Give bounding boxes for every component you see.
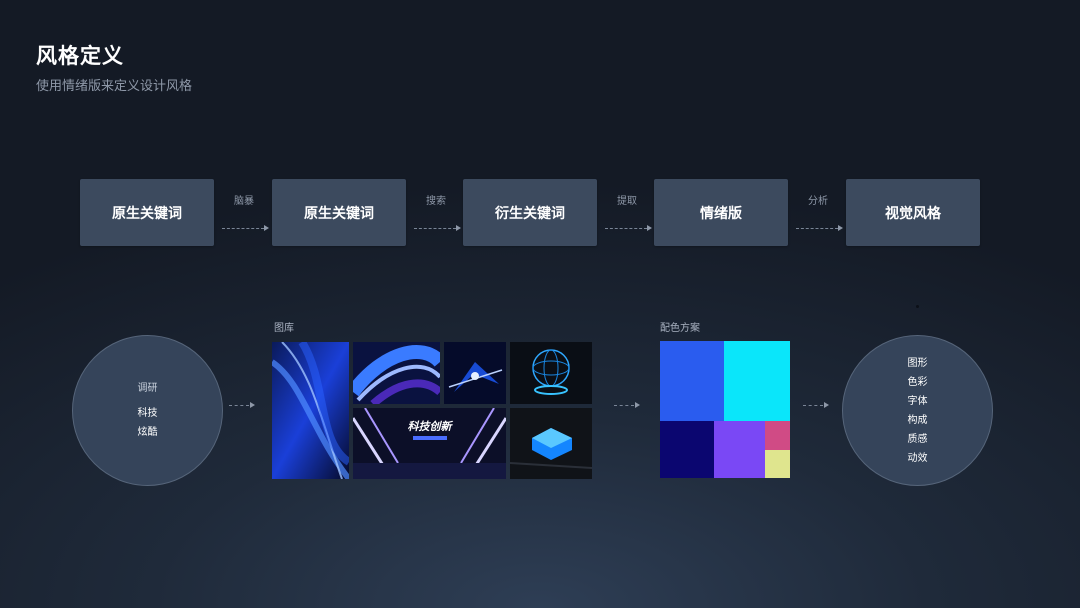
gallery-image-blue-swirl: [353, 342, 440, 404]
color-swatch: [660, 341, 724, 421]
dashed-line: [614, 405, 634, 406]
gallery-image-blue-waves: [272, 342, 349, 479]
color-swatch: [660, 421, 714, 478]
color-swatch: [765, 421, 790, 450]
gallery-label: 图库: [274, 323, 294, 334]
flow-step-derived-keywords: 衍生关键词: [463, 179, 597, 246]
dashed-line: [414, 228, 456, 229]
flow-arrow-extract: 提取: [599, 192, 655, 231]
visual-style-item: 动效: [907, 452, 928, 464]
flow-arrow-analyze: 分析: [790, 192, 846, 231]
color-palette: [660, 341, 790, 478]
arrow-label: 搜索: [426, 196, 446, 207]
arrow-right-icon: [250, 402, 255, 408]
flow-arrow-search: 搜索: [408, 192, 464, 231]
research-keyword: 科技: [137, 408, 158, 419]
gallery-image-globe: [510, 342, 592, 404]
flow-step-visual-style: 视觉风格: [846, 179, 980, 246]
color-swatch: [724, 341, 790, 421]
decorative-dot: [916, 305, 919, 308]
arrow-right-icon: [824, 402, 829, 408]
visual-style-circle: 图形 色彩 字体 构成 质感 动效: [842, 335, 993, 486]
dashed-line: [803, 405, 823, 406]
color-swatch: [765, 450, 790, 478]
flow-step-original-keywords-1: 原生关键词: [80, 179, 214, 246]
visual-style-item: 质感: [907, 433, 928, 445]
gallery-image-tech-banner: 科技创新: [353, 408, 506, 479]
arrow-label: 分析: [808, 196, 828, 207]
banner-text: 科技创新: [407, 420, 452, 433]
dashed-line: [229, 405, 249, 406]
palette-label: 配色方案: [660, 323, 700, 334]
arrow-right-icon: [264, 225, 269, 231]
flow-step-moodboard: 情绪版: [654, 179, 788, 246]
visual-style-item: 构成: [907, 414, 928, 426]
page-title: 风格定义: [36, 44, 124, 68]
arrow-label: 提取: [617, 196, 637, 207]
research-circle: 调研 科技 炫酷: [72, 335, 223, 486]
arrow-right-icon: [635, 402, 640, 408]
page-subtitle: 使用情绪版来定义设计风格: [36, 79, 193, 94]
visual-style-item: 色彩: [907, 376, 928, 388]
research-heading: 调研: [137, 383, 158, 394]
arrow-label: 脑暴: [234, 196, 254, 207]
gallery-image-blue-glow: [444, 342, 506, 404]
arrow-right-icon: [456, 225, 461, 231]
color-swatch: [714, 421, 765, 478]
flow-step-original-keywords-2: 原生关键词: [272, 179, 406, 246]
research-keyword: 炫酷: [137, 427, 158, 438]
visual-style-item: 字体: [907, 395, 928, 407]
dashed-line: [796, 228, 838, 229]
arrow-right-icon: [647, 225, 652, 231]
dashed-line: [605, 228, 647, 229]
dashed-line: [222, 228, 264, 229]
arrow-right-icon: [838, 225, 843, 231]
flow-arrow-brainstorm: 脑暴: [216, 192, 272, 231]
gallery-image-chip: [510, 408, 592, 479]
visual-style-item: 图形: [907, 357, 928, 369]
